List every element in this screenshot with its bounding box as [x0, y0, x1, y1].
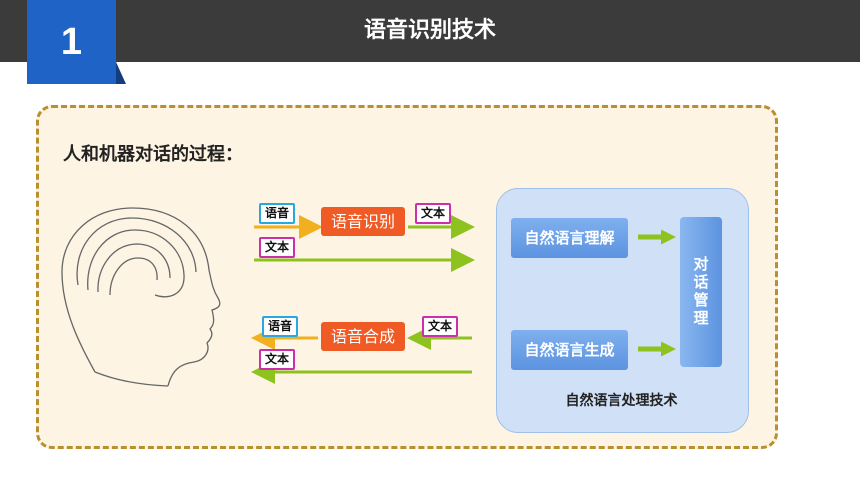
head-icon [61, 207, 221, 387]
section-number-fold [116, 62, 126, 84]
title-bar [0, 0, 860, 62]
text-tag-top-left: 文本 [259, 237, 296, 258]
nlg-box: 自然语言生成 [511, 330, 628, 370]
text-tag-top-right: 文本 [415, 203, 452, 224]
speech-tag-bottom: 语音 [262, 316, 299, 337]
section-heading: 人和机器对话的过程： [63, 144, 243, 165]
text-tag-bottom-right: 文本 [422, 316, 459, 337]
tts-box: 语音合成 [321, 322, 405, 351]
page-title: 语音识别技术 [363, 18, 496, 43]
speech-tag-top: 语音 [259, 203, 296, 224]
nlu-box: 自然语言理解 [511, 218, 628, 258]
dialog-management-box: 对话管理 [680, 217, 722, 367]
section-number-box [27, 0, 116, 84]
nlp-label: 自然语言处理技术 [565, 393, 678, 409]
section-number: 1 [60, 21, 83, 63]
asr-box: 语音识别 [321, 207, 405, 236]
text-tag-bottom-left: 文本 [259, 349, 296, 370]
